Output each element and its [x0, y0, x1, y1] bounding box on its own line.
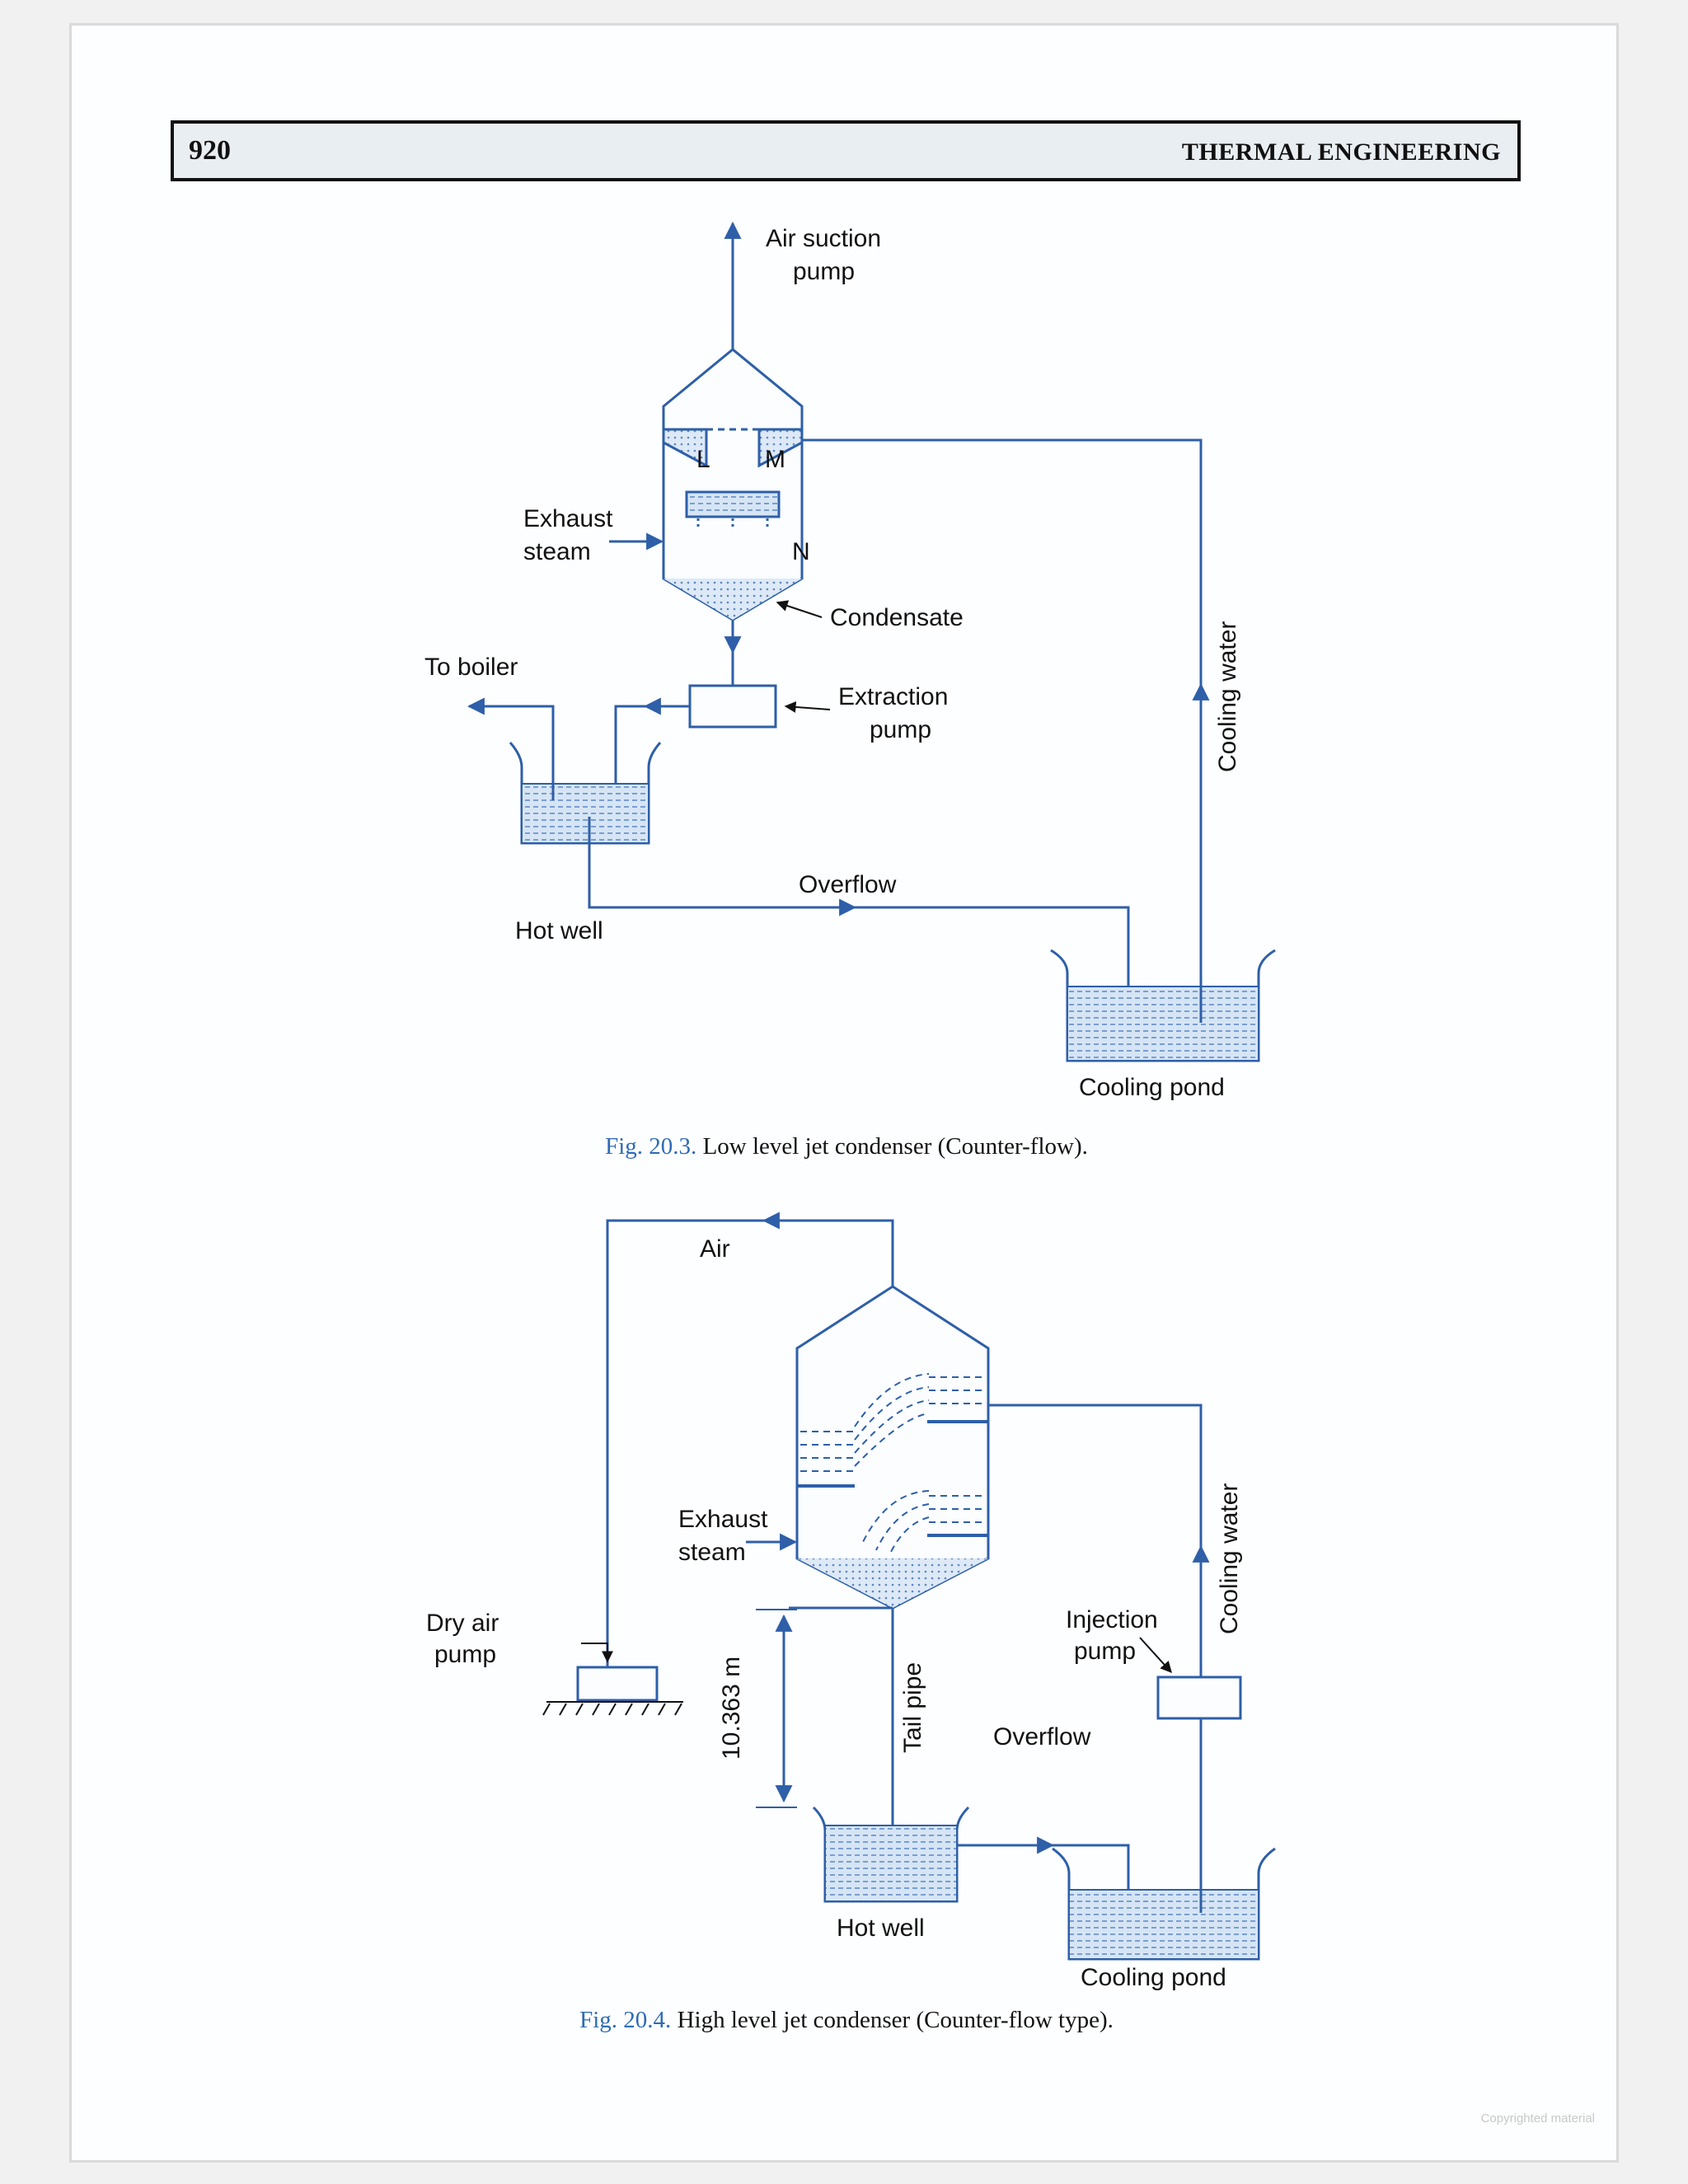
- label-air: Air: [700, 1235, 730, 1263]
- label-dry-air-2: pump: [434, 1641, 496, 1668]
- label-cooling-pond-2: Cooling pond: [1081, 1964, 1226, 1991]
- water-tray-M: [757, 428, 804, 468]
- running-title: THERMAL ENGINEERING: [1181, 138, 1501, 166]
- dry-air-pump-box: [576, 1666, 659, 1702]
- label-overflow-2: Overflow: [993, 1723, 1091, 1750]
- cooling-pond-1: [1050, 949, 1276, 1062]
- label-hot-well-1: Hot well: [515, 917, 603, 944]
- label-exhaust-3: Exhaust: [678, 1506, 768, 1533]
- label-L: L: [696, 446, 710, 473]
- condensate-pool: [663, 579, 802, 620]
- caption-number-2: Fig. 20.4.: [579, 2007, 672, 2033]
- water-tray-L: [662, 428, 708, 468]
- water-tray-N: [685, 490, 781, 518]
- figure-caption-1: Fig. 20.3. Low level jet condenser (Coun…: [72, 1133, 1621, 1160]
- label-cooling-water-2: Cooling water: [1216, 1483, 1243, 1634]
- label-exhaust-2: steam: [523, 538, 591, 565]
- label-tail-pipe: Tail pipe: [899, 1662, 926, 1753]
- label-air-suction-1: Air suction: [766, 225, 881, 252]
- label-M: M: [765, 446, 785, 473]
- hot-well-2: [812, 1806, 970, 1903]
- overflow-line-1: [588, 817, 1130, 1015]
- hot-well-1: [509, 742, 662, 845]
- page-header: 920 THERMAL ENGINEERING: [171, 120, 1521, 181]
- injection-pump-leader: [1139, 1637, 1172, 1674]
- ground-hatching: [542, 1703, 682, 1716]
- caption-text-1: Low level jet condenser (Counter-flow).: [696, 1133, 1088, 1160]
- label-height: 10.363 m: [718, 1657, 745, 1760]
- page-number: 920: [189, 135, 231, 166]
- condenser-vessel-1: [662, 348, 804, 621]
- caption-text-2: High level jet condenser (Counter-flow t…: [671, 2007, 1114, 2033]
- caption-number-1: Fig. 20.3.: [605, 1133, 697, 1160]
- book-page: 920 THERMAL ENGINEERING: [69, 23, 1619, 2163]
- cooling-water-line-1: [802, 438, 1203, 1023]
- label-N: N: [792, 538, 810, 565]
- figure-20-3: [467, 221, 1276, 1062]
- label-condensate: Condensate: [830, 604, 964, 631]
- figures-canvas: Air suction pump L M N Exhaust steam Con…: [424, 221, 1276, 1991]
- dry-air-pump-leader: [581, 1643, 613, 1663]
- label-hot-well-2: Hot well: [837, 1915, 925, 1942]
- extraction-pump-box: [688, 684, 777, 729]
- cooling-water-line-2: [988, 1404, 1203, 1677]
- figure-20-4: [542, 1212, 1276, 1961]
- extraction-pump-leader: [784, 701, 831, 713]
- condenser-vessel-2: [795, 1285, 990, 1610]
- label-extraction-1: Extraction: [838, 683, 948, 710]
- label-cooling-water-1: Cooling water: [1214, 621, 1241, 772]
- label-injection-1: Injection: [1066, 1606, 1158, 1633]
- figure-caption-2: Fig. 20.4. High level jet condenser (Cou…: [72, 2007, 1621, 2034]
- air-line: [606, 1219, 894, 1667]
- label-exhaust-4: steam: [678, 1539, 746, 1566]
- label-cooling-pond-1: Cooling pond: [1079, 1074, 1225, 1101]
- condensate-leader: [776, 600, 823, 618]
- label-extraction-2: pump: [870, 716, 931, 743]
- injection-pump-box: [1156, 1675, 1242, 1720]
- cooling-pond-2: [1052, 1847, 1276, 1961]
- label-to-boiler: To boiler: [424, 654, 518, 681]
- to-boiler-line: [467, 697, 555, 800]
- label-air-suction-2: pump: [793, 258, 855, 285]
- label-dry-air-1: Dry air: [426, 1610, 499, 1637]
- label-injection-2: pump: [1074, 1638, 1136, 1665]
- label-overflow-1: Overflow: [799, 871, 897, 898]
- label-exhaust-1: Exhaust: [523, 505, 613, 532]
- watermark: Copyrighted material: [1480, 2111, 1595, 2125]
